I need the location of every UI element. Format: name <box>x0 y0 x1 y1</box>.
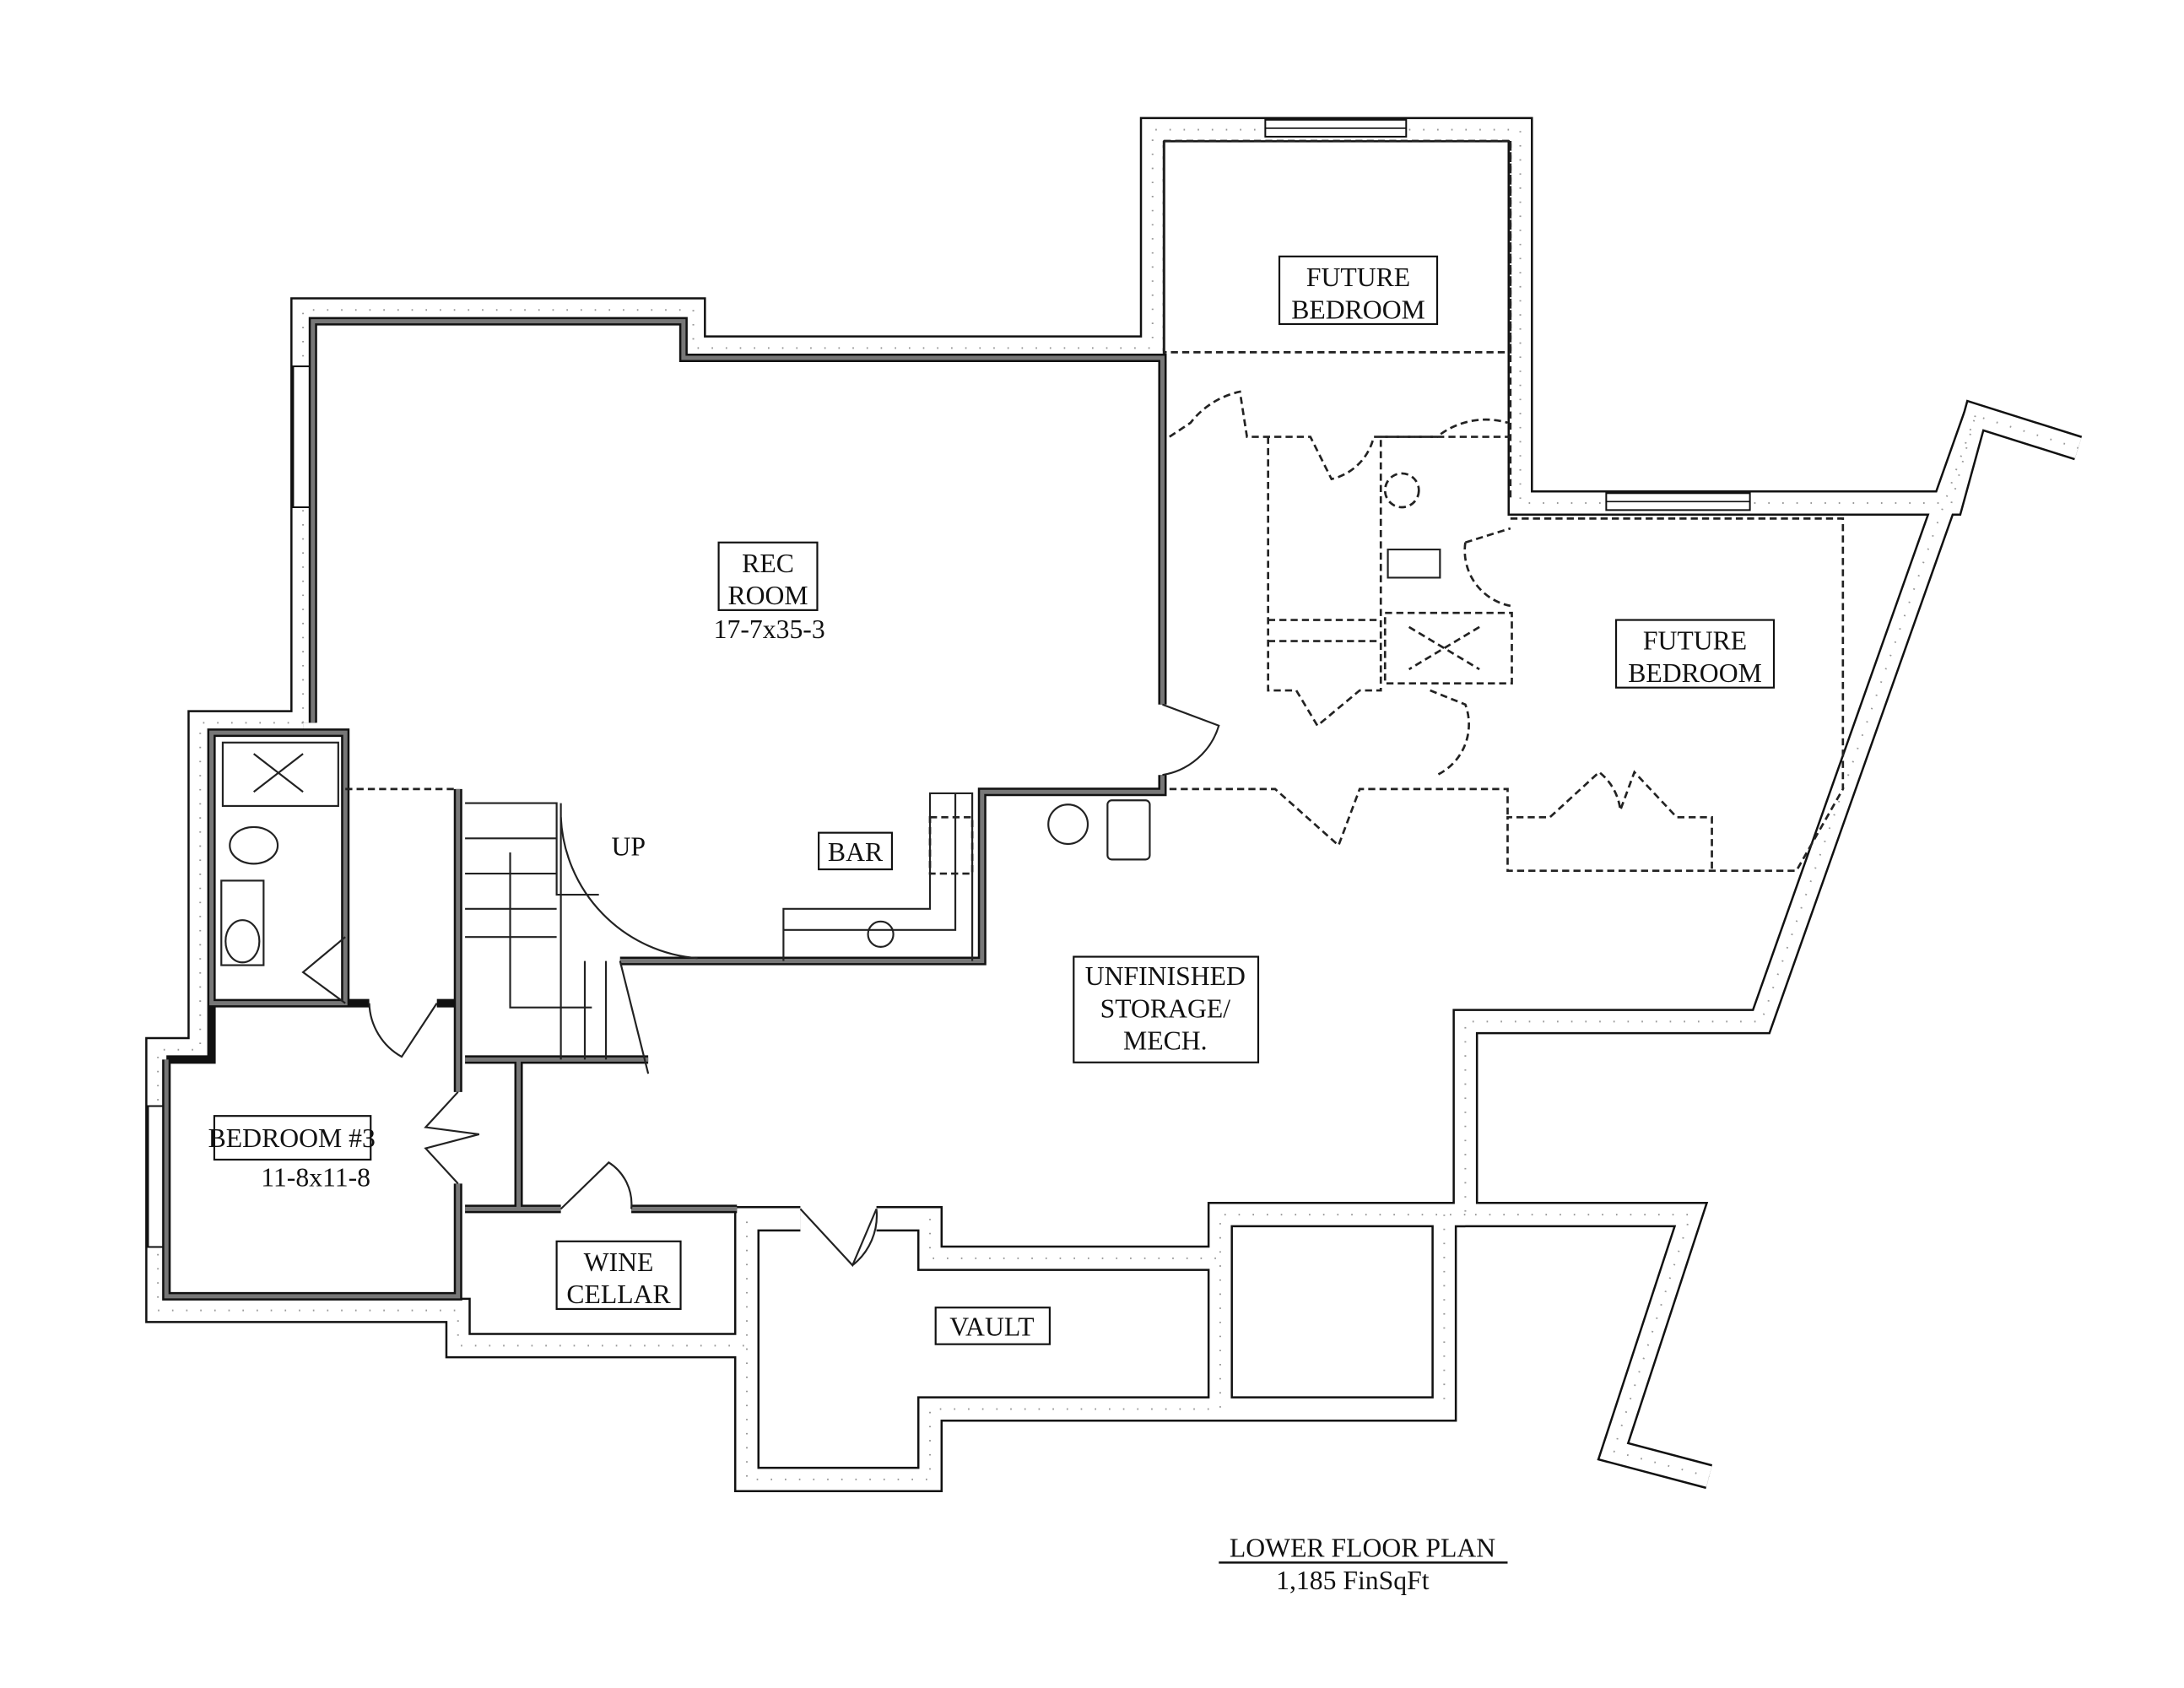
future-bedroom-2-label: FUTURE <box>1643 626 1747 656</box>
doors-fixtures <box>220 139 1845 1268</box>
room-label-future-bedroom-2: FUTURE BEDROOM <box>1614 619 1776 689</box>
bedroom-3-dims: 11-8x11-8 <box>261 1163 370 1193</box>
room-label-future-bedroom-1: FUTURE BEDROOM <box>1278 255 1439 326</box>
vault-label: VAULT <box>949 1312 1034 1342</box>
plan-title: LOWER FLOOR PLAN <box>1230 1534 1495 1563</box>
room-label-rec-room: REC ROOM 17-7x35-3 <box>714 541 825 644</box>
rec-room-dims: 17-7x35-3 <box>714 614 825 644</box>
future-bedroom-1-label: FUTURE <box>1306 262 1410 292</box>
room-label-storage: UNFINISHED STORAGE/ MECH. <box>1073 955 1260 1063</box>
future-bedroom-1-label-2: BEDROOM <box>1291 295 1425 324</box>
bedroom-3-label: BEDROOM #3 <box>208 1123 376 1153</box>
foundation-walls <box>145 116 2083 1492</box>
plan-title-block: LOWER FLOOR PLAN 1,185 FinSqFt <box>1219 1534 1508 1595</box>
plan-subtitle: 1,185 FinSqFt <box>1276 1566 1430 1595</box>
storage-label-3: MECH. <box>1123 1026 1208 1056</box>
windows <box>147 118 1751 1248</box>
bar-label: BAR <box>828 837 884 867</box>
room-label-bar: BAR <box>818 831 894 871</box>
stairs-up-label: UP <box>611 831 646 861</box>
wine-cellar-label: WINE <box>584 1247 654 1277</box>
rec-room-label: REC <box>742 549 794 578</box>
room-label-wine-cellar: WINE CELLAR <box>555 1240 682 1311</box>
storage-label-2: STORAGE/ <box>1100 993 1231 1023</box>
room-label-vault: VAULT <box>934 1307 1051 1345</box>
wine-cellar-label-2: CELLAR <box>566 1280 671 1309</box>
storage-label: UNFINISHED <box>1085 961 1246 991</box>
rec-room-label-2: ROOM <box>727 581 808 610</box>
future-bedroom-2-label-2: BEDROOM <box>1628 658 1762 688</box>
room-label-bedroom-3: BEDROOM #3 11-8x11-8 <box>208 1115 376 1193</box>
